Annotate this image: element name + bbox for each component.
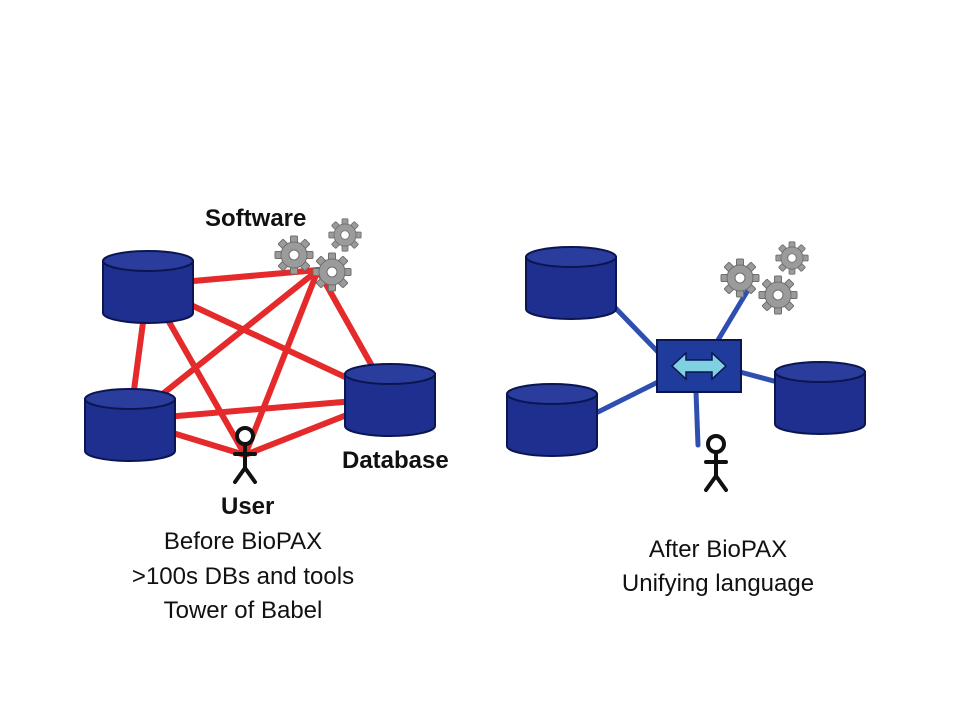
gear-icon [758, 275, 798, 315]
database-icon [506, 383, 598, 457]
database-icon [84, 388, 176, 462]
software-label: Software [205, 205, 306, 232]
after-caption-line1: After BioPAX [649, 536, 787, 563]
before-network: Software Database User Before BioPAX >10… [84, 205, 449, 624]
before-caption-line3: Tower of Babel [164, 597, 323, 624]
gear-icon [274, 235, 314, 275]
user-stick-figure-icon [233, 426, 257, 484]
link-hub-gears [715, 287, 751, 343]
gear-icon [720, 258, 760, 298]
before-caption-line2: >100s DBs and tools [132, 563, 354, 590]
database-icon [344, 363, 436, 437]
integration-hub [656, 339, 742, 393]
user-stick-figure-icon [704, 434, 728, 492]
gear-icon [312, 252, 352, 292]
after-caption-line2: Unifying language [622, 570, 814, 597]
database-icon [525, 246, 617, 320]
database-icon [774, 361, 866, 435]
gear-icon [328, 218, 362, 252]
link-software-user [242, 267, 321, 458]
gear-icon [775, 241, 809, 275]
link-hub-db-left [595, 379, 661, 415]
user-label: User [221, 493, 274, 520]
before-caption-line1: Before BioPAX [164, 528, 322, 555]
after-network: After BioPAX Unifying language [506, 241, 866, 597]
database-label: Database [342, 447, 449, 474]
bidirectional-arrow-icon [670, 351, 728, 381]
database-icon [102, 250, 194, 324]
link-hub-user [693, 389, 701, 448]
